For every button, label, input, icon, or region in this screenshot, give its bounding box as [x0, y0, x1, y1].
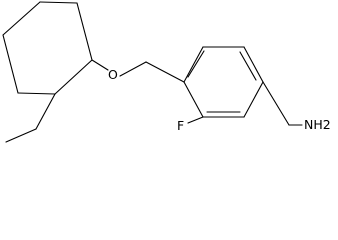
amine-label: NH2 [304, 117, 331, 132]
ring-bond [76, 2, 93, 61]
o-c-bond [119, 61, 147, 77]
c-o-bond [91, 59, 109, 71]
ethyl-bond [35, 93, 56, 130]
cyclohexane-ring [2, 1, 93, 95]
ring-bond-double [239, 51, 257, 81]
ethyl-group [5, 93, 56, 143]
ring-bond [183, 81, 204, 118]
ethyl-bond [5, 128, 37, 143]
ring-bond [54, 59, 93, 95]
ch2-bond [262, 81, 290, 126]
ring-bond [39, 1, 78, 4]
aminomethyl-group [262, 81, 303, 126]
ether-linkage [91, 59, 185, 83]
fluorine-label: F [177, 118, 184, 133]
ring-bond [17, 92, 56, 95]
molecule-structure: O F NH2 [2, 1, 331, 143]
ring-bond [2, 1, 41, 36]
ring-bond [243, 46, 264, 83]
ch2-bond [145, 61, 185, 83]
ring-bond [2, 34, 19, 94]
ring-bond [243, 81, 264, 118]
benzene-ring [183, 46, 264, 118]
c-f-bond [187, 116, 204, 124]
oxygen-label: O [108, 67, 118, 82]
ring-bond [183, 46, 204, 83]
ring-bond-double [187, 50, 205, 78]
